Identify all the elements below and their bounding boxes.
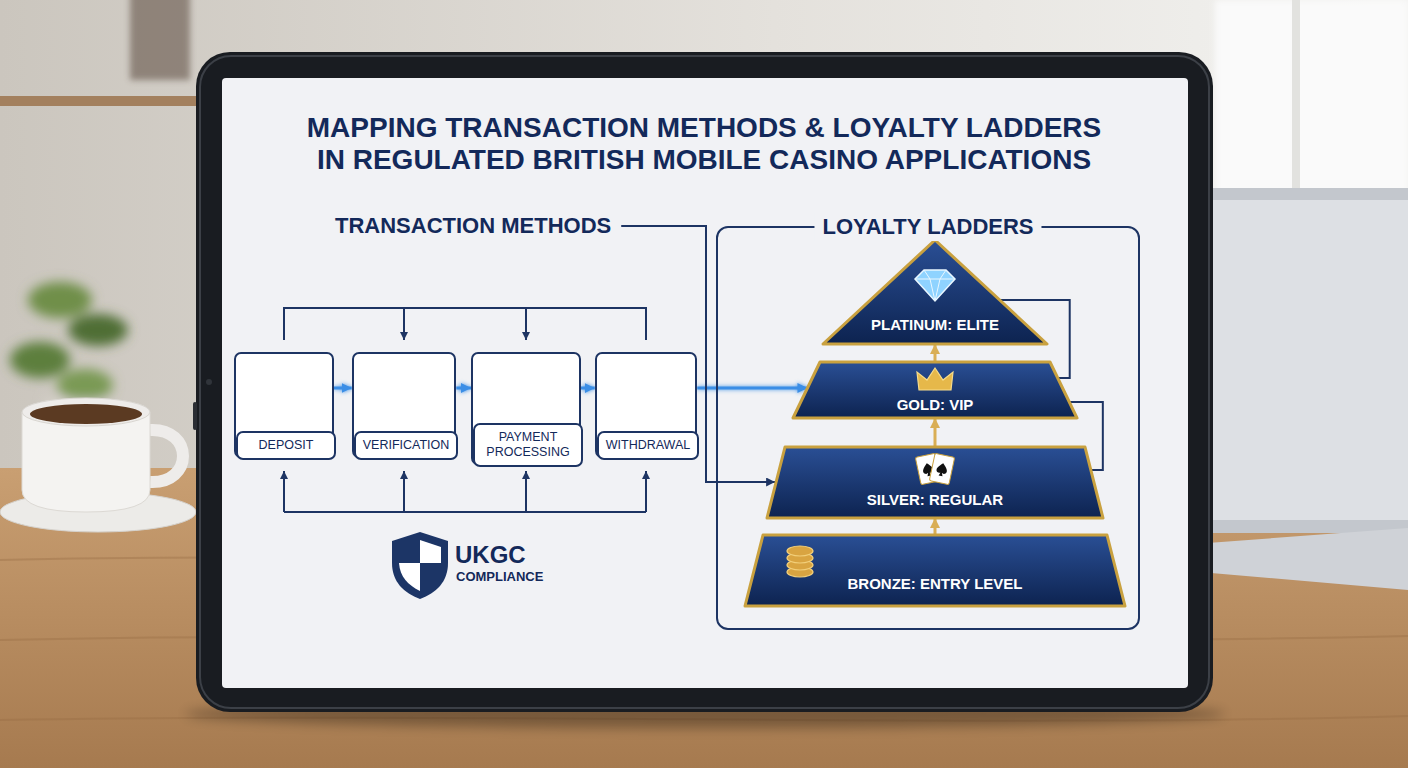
connector: [934, 518, 937, 535]
shield-quarter: [399, 563, 420, 591]
coins-icon: [787, 546, 813, 577]
gem-facet: [915, 270, 955, 301]
process-pill: WITHDRAWAL: [597, 431, 700, 460]
mug-rim: [22, 398, 150, 426]
process-pill: VERIFICATION: [354, 431, 459, 460]
bus-arrow: [525, 471, 527, 512]
crown: [917, 368, 953, 390]
process-step: VERIFICATION: [352, 352, 457, 458]
tablet-button: [193, 402, 197, 430]
group-frame: LOYALTY LADDERSPLATINUM: ELITEGOLD: VIPS…: [716, 226, 1140, 630]
loyalty-tier: PLATINUM: ELITE: [823, 240, 1047, 344]
plant-leaf: [28, 282, 92, 318]
section-heading: TRANSACTION METHODS: [335, 212, 611, 240]
wall-picture: [130, 0, 190, 80]
wall-shelf: [0, 96, 200, 106]
mug-handle: [150, 430, 183, 482]
tier-shape: [745, 535, 1125, 606]
process-step: WITHDRAWAL: [595, 352, 698, 458]
process-step: DEPOSIT: [234, 352, 334, 458]
loyalty-tier: SILVER: REGULAR: [767, 447, 1103, 518]
group-heading: LOYALTY LADDERS: [814, 213, 1041, 241]
tier-outline: [823, 240, 1047, 344]
tier-outline: [767, 447, 1103, 518]
step-label: PAYMENT PROCESSING: [482, 430, 574, 460]
badge-title: UKGC: [455, 542, 526, 568]
tablet-camera: [206, 379, 212, 385]
tier-label: GOLD: VIP: [897, 396, 974, 414]
process-step: PAYMENT PROCESSING: [471, 352, 581, 465]
mug: [22, 412, 150, 512]
bus-arrow: [403, 471, 405, 512]
spade: [935, 462, 948, 477]
feedback-bus: [284, 511, 646, 513]
laptop-screen: [1205, 200, 1408, 520]
laptop-lid: [1192, 188, 1408, 533]
bus-arrow: [645, 471, 647, 512]
coffee: [30, 404, 142, 424]
badge-subtitle: COMPLIANCE: [456, 569, 543, 584]
step-label: DEPOSIT: [245, 438, 327, 453]
connector: [934, 418, 937, 447]
plant-leaf: [68, 314, 128, 346]
tablet-rim: [200, 56, 1209, 708]
shield-quarter: [420, 540, 441, 563]
diamond-icon: [915, 270, 955, 301]
connector: [697, 387, 807, 390]
loyalty-tier: BRONZE: ENTRY LEVEL: [745, 535, 1125, 606]
connector: [934, 344, 937, 362]
tier-label: BRONZE: ENTRY LEVEL: [847, 575, 1022, 593]
tier-outline: [745, 535, 1125, 606]
process-pill: PAYMENT PROCESSING: [473, 423, 583, 467]
coin: [787, 546, 813, 556]
gem: [915, 270, 955, 301]
plant-leaf: [57, 369, 113, 401]
card-face: [929, 453, 954, 485]
connector: [456, 387, 471, 390]
tablet-body: [196, 52, 1213, 712]
playing-card: [929, 453, 954, 485]
bus-arrow: [283, 471, 285, 512]
diagram-title: MAPPING TRANSACTION METHODS & LOYALTY LA…: [294, 112, 1114, 176]
plant-leaf: [10, 342, 70, 378]
crown-icon: [917, 368, 953, 390]
tier-label: SILVER: REGULAR: [867, 491, 1003, 509]
feedback-bus: [284, 308, 646, 340]
loyalty-tier: GOLD: VIP: [793, 362, 1077, 418]
connector: [581, 387, 595, 390]
shield: [392, 532, 448, 599]
step-label: WITHDRAWAL: [606, 438, 691, 453]
bus-arrow: [403, 308, 405, 340]
bus-arrow: [525, 308, 527, 340]
cards-icon: [915, 453, 954, 485]
process-pill: DEPOSIT: [236, 431, 336, 460]
tier-outline: [793, 362, 1077, 418]
tablet-screen: [222, 78, 1188, 688]
step-label: VERIFICATION: [363, 438, 450, 453]
shield-icon: [392, 532, 448, 599]
tier-label: PLATINUM: ELITE: [871, 316, 999, 334]
connector: [334, 387, 352, 390]
